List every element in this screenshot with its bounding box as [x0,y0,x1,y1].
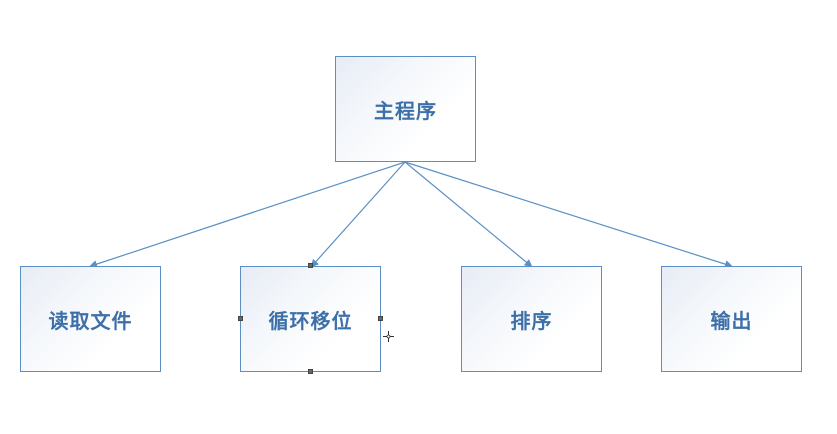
resize-handle-bottom[interactable] [308,369,313,374]
node-label: 读取文件 [48,308,133,333]
edge-main-to-output[interactable] [404,161,733,268]
node-sort[interactable]: 排序 [461,266,602,372]
node-main-program[interactable]: 主程序 [335,56,476,162]
edge-main-to-shift[interactable] [310,161,406,268]
resize-handle-left[interactable] [238,316,243,321]
node-label: 输出 [710,308,753,333]
resize-handle-top[interactable] [308,263,313,268]
node-label: 排序 [510,308,553,333]
edge-main-to-read[interactable] [89,161,406,268]
node-label: 循环移位 [268,308,353,333]
node-label: 主程序 [374,98,437,123]
edge-main-to-sort[interactable] [404,161,533,268]
move-cursor-icon [383,331,394,342]
node-read-file[interactable]: 读取文件 [20,266,161,372]
node-output[interactable]: 输出 [661,266,802,372]
resize-handle-right[interactable] [378,316,383,321]
node-circular-shift[interactable]: 循环移位 [240,266,381,372]
